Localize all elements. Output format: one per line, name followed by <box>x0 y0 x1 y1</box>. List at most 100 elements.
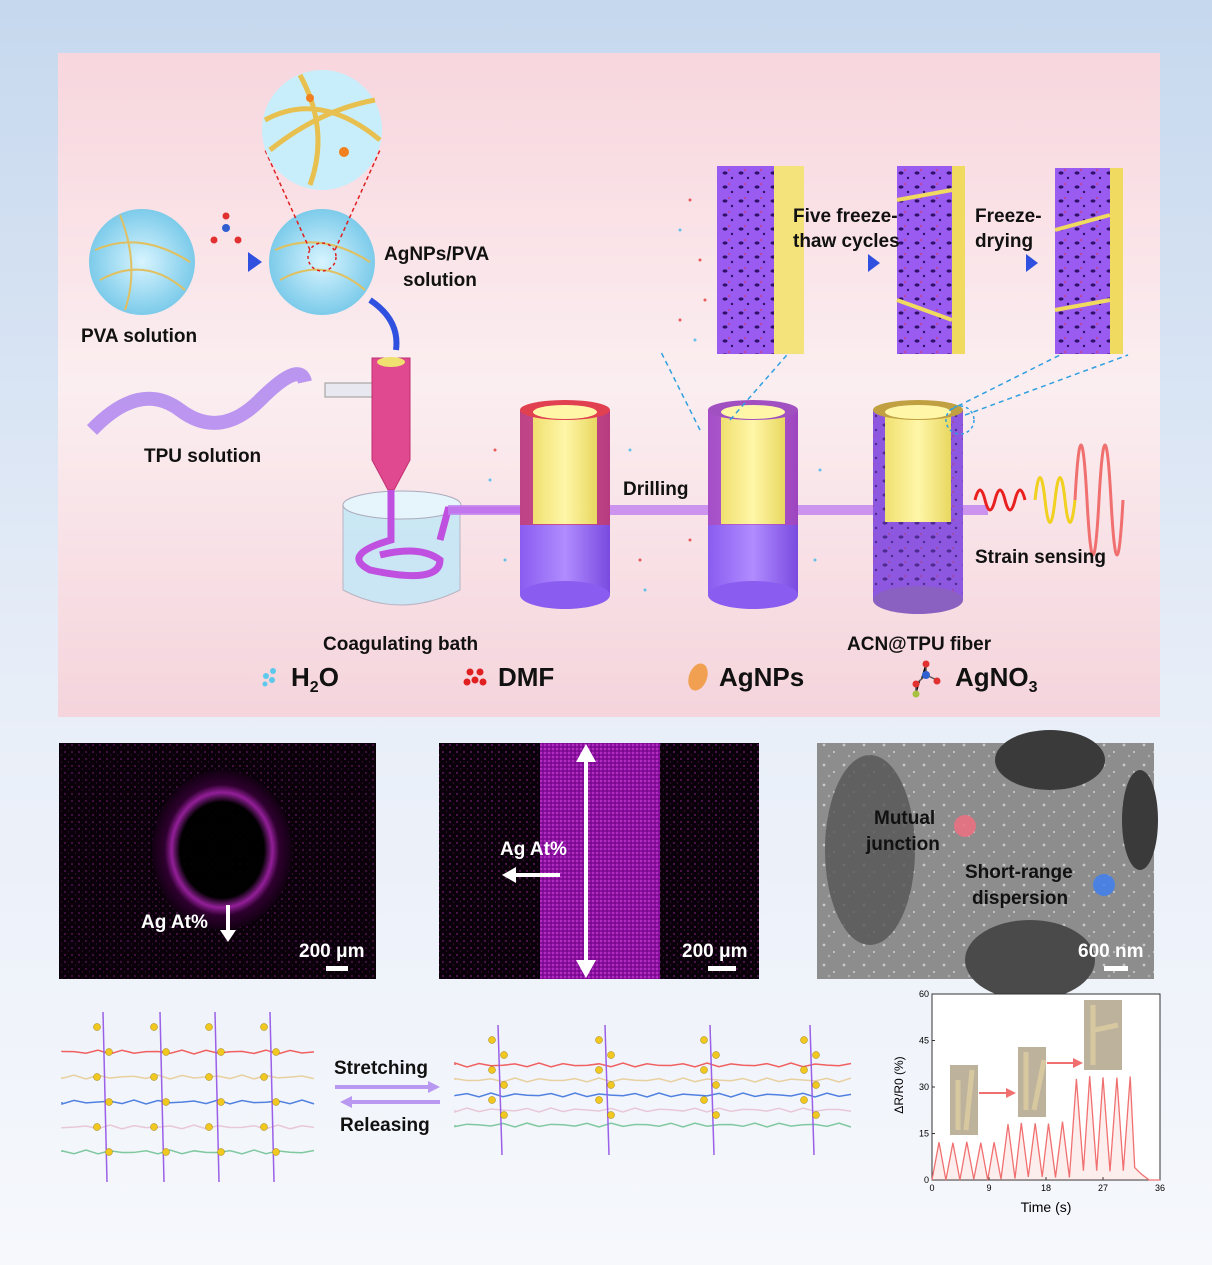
slab-before-freeze-thaw <box>717 166 804 354</box>
silver-nanoparticle-icon <box>595 1036 603 1044</box>
y-axis-label: ΔR/R0 (%) <box>892 1056 906 1113</box>
legend-h2o: H2O <box>291 662 339 696</box>
series-line <box>931 1076 1160 1181</box>
mutual-junction-label-2: junction <box>865 834 940 855</box>
polymer-chain <box>61 1099 315 1105</box>
drilling-label: Drilling <box>623 479 688 500</box>
eds-longitudinal-panel: Ag At% 200 μm <box>439 743 759 979</box>
y-tick-label: 30 <box>919 1082 929 1092</box>
dmf-particles <box>493 198 707 562</box>
x-tick-label: 36 <box>1155 1183 1165 1193</box>
acn-tpu-fiber-cylinder <box>873 400 975 614</box>
silver-nanoparticle-icon <box>607 1111 615 1119</box>
silver-nanoparticle-icon <box>272 1048 280 1056</box>
silver-nanoparticle-icon <box>800 1096 808 1104</box>
silver-nanoparticle-icon <box>105 1048 113 1056</box>
silver-nanoparticle-icon <box>205 1123 213 1131</box>
silver-nanoparticle-icon <box>712 1081 720 1089</box>
silver-nanoparticle-icon <box>500 1081 508 1089</box>
silver-nanoparticle-icon <box>217 1098 225 1106</box>
freeze-drying-label-1: Freeze- <box>975 206 1042 227</box>
silver-nanoparticle-icon <box>712 1111 720 1119</box>
strain-sensing-label: Strain sensing <box>975 547 1106 568</box>
ag-at-label-2: Ag At% <box>500 839 567 860</box>
legend: H2O DMF AgNPs AgNO3 <box>262 660 1038 698</box>
silver-nanoparticle-icon <box>607 1081 615 1089</box>
silver-nanoparticle-icon <box>800 1036 808 1044</box>
silver-nanoparticle-icon <box>272 1148 280 1156</box>
silver-nanoparticle-icon <box>93 1023 101 1031</box>
silver-nanoparticle-icon <box>800 1066 808 1074</box>
silver-nanoparticle-icon <box>712 1051 720 1059</box>
agno3-molecule-icon <box>912 660 941 698</box>
scale-bar-label-3: 600 nm <box>1078 941 1143 962</box>
silver-nanoparticle-icon <box>500 1111 508 1119</box>
arrow-icon <box>368 297 400 351</box>
coagulating-bath <box>342 505 461 606</box>
silver-nanoparticle-icon <box>595 1066 603 1074</box>
arrow-down-icon <box>220 930 236 942</box>
arrow-left-icon <box>502 867 516 883</box>
silver-nanoparticle-icon <box>217 1148 225 1156</box>
polymer-chain <box>454 1061 852 1068</box>
scale-bar <box>708 966 736 971</box>
scale-bar-label-1: 200 μm <box>299 941 365 962</box>
x-tick-label: 27 <box>1098 1183 1108 1193</box>
x-tick-label: 0 <box>929 1183 934 1193</box>
agno3-molecule-icon <box>210 212 242 244</box>
pva-solution-sphere <box>89 209 195 315</box>
silver-nanoparticle-icon <box>162 1048 170 1056</box>
legend-agno3: AgNO3 <box>955 662 1038 696</box>
sem-image-panel: Mutual junction Short-range dispersion 6… <box>817 730 1158 1000</box>
silver-nanoparticle-icon <box>217 1048 225 1056</box>
silver-nanoparticle-icon <box>272 1098 280 1106</box>
silver-nanoparticle-icon <box>812 1081 820 1089</box>
silver-nanoparticle-icon <box>500 1051 508 1059</box>
silver-nanoparticle-icon <box>260 1073 268 1081</box>
pva-chain <box>809 1024 815 1156</box>
network-stretched <box>454 1024 852 1156</box>
silver-nanoparticle-icon <box>150 1123 158 1131</box>
silver-nanoparticle-icon <box>488 1036 496 1044</box>
freeze-drying-label-2: drying <box>975 231 1033 252</box>
silver-nanoparticle-icon <box>260 1023 268 1031</box>
silver-nanoparticle-icon <box>150 1073 158 1081</box>
y-tick-label: 15 <box>919 1129 929 1139</box>
hand-photo-3 <box>1084 1000 1122 1070</box>
silver-nanoparticle-icon <box>105 1148 113 1156</box>
silver-nanoparticle-icon <box>162 1148 170 1156</box>
network-relaxed <box>61 1011 315 1183</box>
acn-tpu-fiber-label: ACN@TPU fiber <box>847 634 992 655</box>
y-tick-label: 0 <box>924 1175 929 1185</box>
silver-nanoparticle-icon <box>488 1066 496 1074</box>
silver-nanoparticle-icon <box>812 1051 820 1059</box>
silver-nanoparticle-icon <box>162 1098 170 1106</box>
scale-bar-label-2: 200 μm <box>682 941 748 962</box>
hand-photo-2 <box>1018 1047 1047 1117</box>
silver-nanoparticle-icon <box>700 1036 708 1044</box>
polymer-chain <box>454 1092 852 1098</box>
slab-after-freeze-drying <box>1054 168 1123 354</box>
short-range-label-1: Short-range <box>965 862 1073 883</box>
silver-nanoparticle-icon <box>260 1123 268 1131</box>
x-tick-label: 18 <box>1041 1183 1051 1193</box>
junction-marker <box>954 815 976 837</box>
slab-after-freeze-thaw <box>896 166 965 354</box>
legend-agnps: AgNPs <box>719 662 804 692</box>
silver-nanoparticle-icon <box>812 1111 820 1119</box>
silver-nanoparticle-icon <box>607 1051 615 1059</box>
y-tick-label: 45 <box>919 1036 929 1046</box>
polymer-chain <box>61 1149 315 1155</box>
water-particles <box>488 228 822 592</box>
ag-at-label-1: Ag At% <box>141 912 208 933</box>
five-freeze-label-2: thaw cycles <box>793 231 900 252</box>
silver-nanoparticle-icon <box>488 1096 496 1104</box>
hand-photo-1 <box>950 1065 978 1135</box>
polymer-chain <box>61 1049 315 1055</box>
scale-bar <box>326 966 348 971</box>
pva-solution-label: PVA solution <box>81 326 197 347</box>
eds-cross-section-panel: Ag At% 200 μm <box>59 743 376 979</box>
fiber-cylinder-dmf <box>520 400 610 609</box>
agnps-pva-label-2: solution <box>403 270 477 291</box>
